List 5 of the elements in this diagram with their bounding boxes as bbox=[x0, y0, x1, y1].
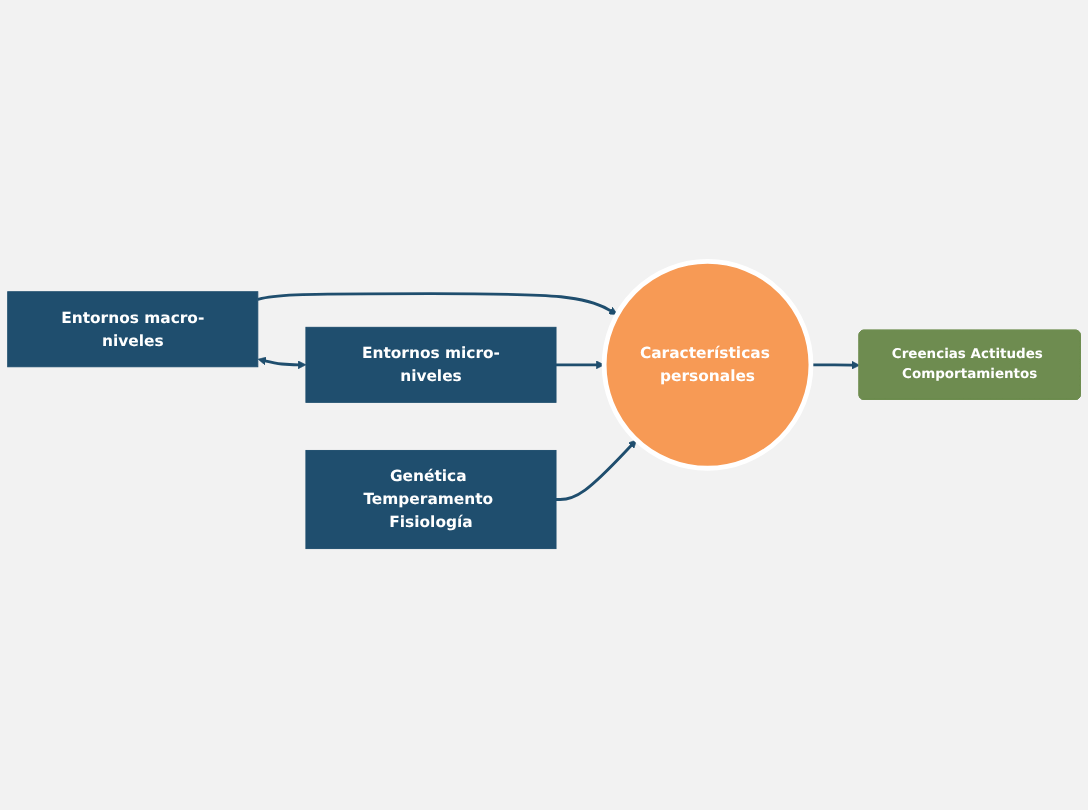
arrow bbox=[556, 360, 605, 370]
arrow bbox=[257, 292, 618, 315]
arrow bbox=[257, 356, 307, 370]
arrow bbox=[810, 360, 860, 370]
arrow bbox=[556, 439, 637, 501]
